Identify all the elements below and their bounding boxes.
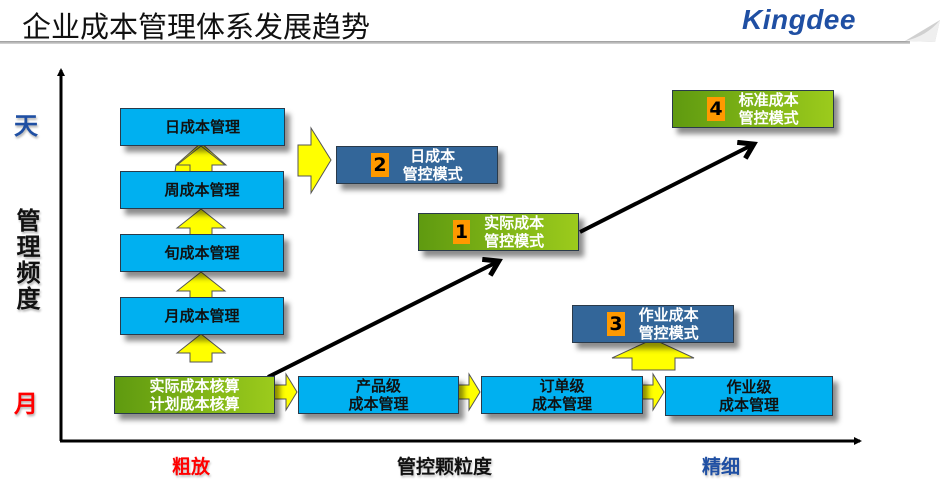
base-box-activity: 作业级成本管理 [665,376,833,416]
stack-box-label: 旬成本管理 [164,244,240,262]
title-divider [0,41,910,44]
up-arrow [175,271,227,299]
base-box-line2: 成本管理 [348,395,409,413]
mode-line2: 管控模式 [484,232,545,250]
stack-box-weekly: 周成本管理 [120,171,284,209]
stack-box-ten-day: 旬成本管理 [120,234,284,272]
right-arrow [273,372,298,412]
base-box-order: 订单级成本管理 [481,376,643,414]
base-box-line2: 成本管理 [531,395,592,413]
base-box-line1: 作业级 [726,378,772,396]
mode-box-actual-cost: 1 实际成本管控模式 [418,213,579,251]
right-arrow [641,372,665,412]
y-axis-bottom-label: 月 [14,390,38,418]
trend-arrow-2 [579,145,752,234]
mode-number-badge: 3 [607,312,625,336]
stack-box-label: 周成本管理 [164,181,240,199]
base-box-line1: 产品级 [355,377,401,395]
mode-line2: 管控模式 [402,165,463,183]
base-box-product: 产品级成本管理 [298,376,459,414]
mode-number-badge: 2 [371,153,389,177]
trend-arrow-1 [267,262,497,379]
mode-line1: 标准成本 [738,91,799,109]
mode-line1: 作业成本 [638,306,699,324]
x-axis-title: 管控颗粒度 [397,456,493,478]
mode-line2: 管控模式 [638,324,699,342]
up-arrow [175,145,227,173]
base-box-line2: 成本管理 [718,396,779,414]
right-arrow-large [297,126,332,195]
base-box-line2: 计划成本核算 [149,395,240,413]
base-box-line1: 实际成本核算 [149,377,240,395]
page-title: 企业成本管理体系发展趋势 [22,10,371,44]
kingdee-logo: Kingdee [742,4,856,35]
x-axis-left-label: 粗放 [172,456,211,478]
stack-box-monthly: 月成本管理 [120,297,284,335]
up-arrow [175,333,227,363]
stack-box-label: 日成本管理 [164,118,240,136]
stack-box-label: 月成本管理 [164,307,240,325]
mode-line1: 实际成本 [484,214,545,232]
y-axis-title: 管理频度 [12,208,40,312]
mode-line2: 管控模式 [738,109,799,127]
mode-box-daily-cost: 2 日成本管控模式 [336,146,498,184]
stack-box-daily: 日成本管理 [120,108,285,146]
up-arrow [611,338,695,371]
y-axis-top-label: 天 [14,112,38,140]
right-arrow [457,372,481,412]
base-box-line1: 订单级 [539,377,585,395]
mode-number-badge: 1 [452,220,471,244]
base-box-accounting: 实际成本核算计划成本核算 [114,376,275,414]
x-axis-right-label: 精细 [702,456,741,478]
mode-box-standard-cost: 4 标准成本管控模式 [672,90,834,128]
up-arrow [175,208,227,237]
mode-line1: 日成本 [410,147,456,165]
mode-box-activity-cost: 3 作业成本管控模式 [572,305,734,343]
mode-number-badge: 4 [707,97,725,121]
page-curl-icon [905,20,940,42]
